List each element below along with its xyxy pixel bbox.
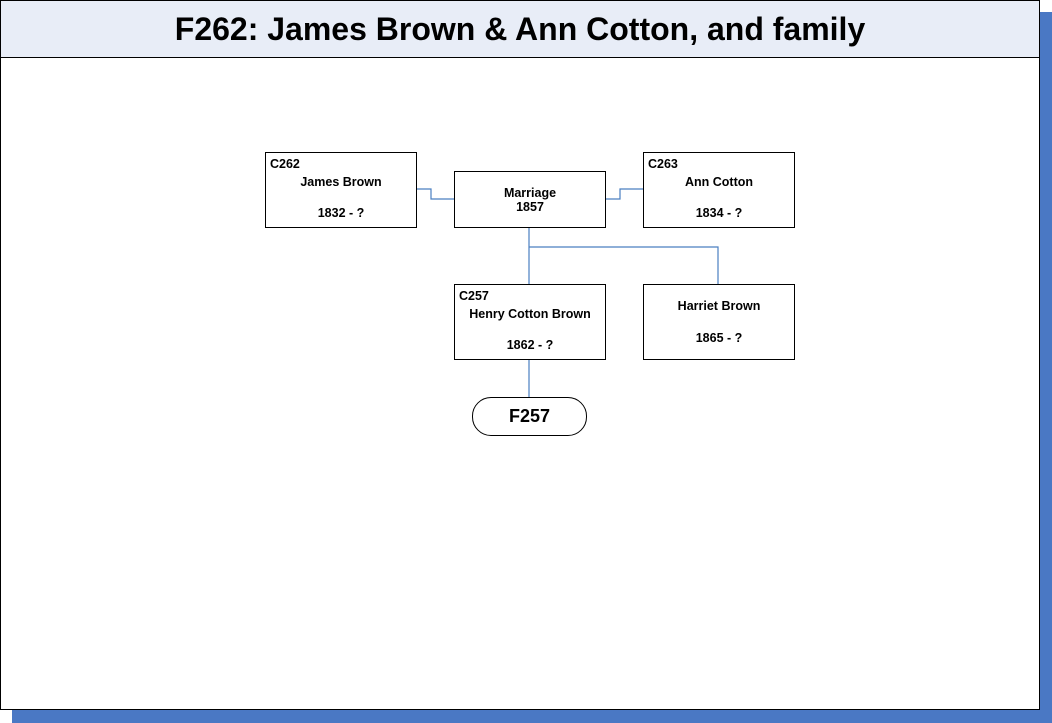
person-id: C262 [270, 157, 300, 171]
person-name: James Brown [300, 175, 382, 189]
person-id: C257 [459, 289, 489, 303]
person-dates: 1865 - ? [695, 331, 743, 345]
marriage-year: 1857 [516, 199, 544, 214]
person-box-father[interactable]: C262 James Brown 1832 - ? [265, 152, 417, 228]
marriage-box[interactable]: Marriage 1857 [454, 171, 606, 228]
person-dates: 1832 - ? [317, 206, 365, 220]
person-box-mother[interactable]: C263 Ann Cotton 1834 - ? [643, 152, 795, 228]
connector-mother-marriage [605, 188, 643, 200]
person-id: C263 [648, 157, 678, 171]
page-title: F262: James Brown & Ann Cotton, and fami… [1, 1, 1039, 58]
person-name: Harriet Brown [677, 299, 761, 313]
person-name: Henry Cotton Brown [469, 307, 591, 321]
person-box-child-harriet[interactable]: Harriet Brown 1865 - ? [643, 284, 795, 360]
marriage-label: Marriage [503, 185, 557, 200]
connector-father-marriage [416, 188, 454, 200]
person-name: Ann Cotton [684, 175, 754, 189]
person-dates: 1834 - ? [695, 206, 743, 220]
person-dates: 1862 - ? [506, 338, 554, 352]
connector-children-bar [529, 246, 719, 284]
person-box-child-henry[interactable]: C257 Henry Cotton Brown 1862 - ? [454, 284, 606, 360]
family-link-f257[interactable]: F257 [472, 397, 587, 436]
